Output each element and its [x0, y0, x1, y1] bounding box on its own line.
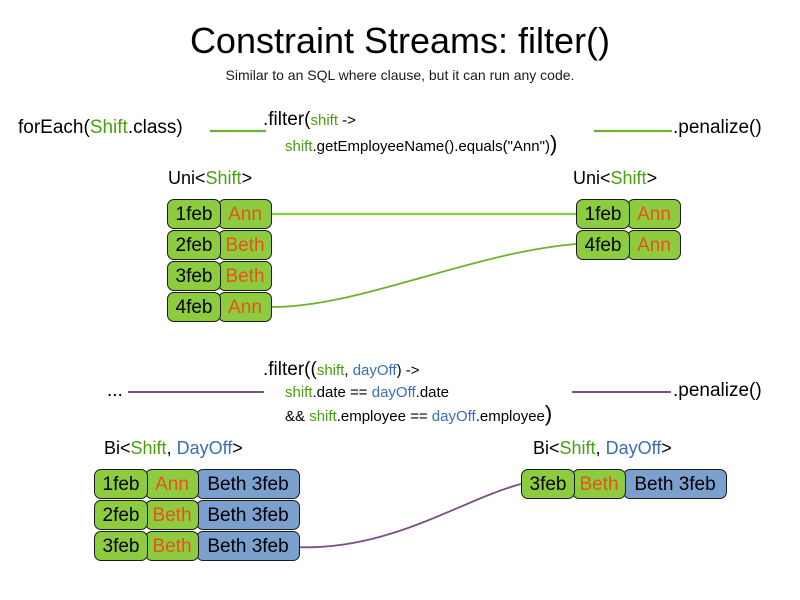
tuple-cell-date: 3feb: [167, 261, 221, 291]
tuple-row[interactable]: 3feb Beth Beth 3feb: [94, 531, 300, 561]
page-subtitle: Similar to an SQL where clause, but it c…: [225, 67, 575, 83]
tuple-cell-date: 4feb: [576, 230, 630, 260]
uni-output-type-prefix: Uni<: [573, 168, 611, 188]
uni-input-type-arg: Shift: [205, 168, 242, 188]
tuple-cell-date: 1feb: [94, 469, 148, 499]
uni-filter-line1: .filter(shift ->: [263, 108, 356, 133]
tuple-cell-name: Ann: [627, 230, 681, 260]
bi-input-type-arg1: Shift: [130, 438, 167, 458]
foreach-expression: forEach(Shift.class): [18, 116, 183, 140]
bi-filter-param2: dayOff: [352, 362, 397, 379]
bi-filter-l3-mid: .employee ==: [336, 408, 432, 425]
tuple-row[interactable]: 1feb Ann: [576, 199, 681, 229]
tuple-cell-date: 3feb: [521, 469, 575, 499]
tuple-row[interactable]: 1feb Ann: [167, 199, 272, 229]
tuple-row[interactable]: 2feb Beth Beth 3feb: [94, 500, 300, 530]
bi-output-type-arg2: DayOff: [605, 438, 662, 458]
bi-filter-line1: .filter((shift, dayOff) ->: [263, 358, 420, 383]
bi-input-type-label: Bi<Shift, DayOff>: [104, 437, 243, 459]
uni-filter-body-var: shift: [285, 138, 313, 155]
bi-filter-l2-var2: dayOff: [371, 384, 416, 401]
wire-uni-4feb: [271, 243, 577, 308]
uni-filter-arrow: ->: [338, 112, 356, 129]
tuple-row[interactable]: 4feb Ann: [167, 292, 272, 322]
bi-filter-param1: shift: [316, 362, 345, 379]
tuple-cell-date: 3feb: [94, 531, 148, 561]
uni-filter-call: .filter(: [263, 109, 311, 130]
tuple-row[interactable]: 3feb Beth: [167, 261, 272, 291]
foreach-type: Shift: [89, 117, 128, 138]
tuple-cell-dayoff: Beth 3feb: [196, 500, 300, 530]
tuple-cell-date: 2feb: [167, 230, 221, 260]
bi-filter-param-comma: ,: [344, 362, 353, 379]
uni-filter-line2: shift.getEmployeeName().equals("Ann")): [285, 131, 558, 157]
bi-output-type-suffix: >: [661, 438, 672, 458]
uni-input-type-prefix: Uni<: [168, 168, 206, 188]
tuple-cell-name: Beth: [572, 469, 626, 499]
tuple-cell-name: Beth: [218, 230, 272, 260]
uni-output-type-label: Uni<Shift>: [573, 167, 657, 189]
tuple-cell-name: Ann: [218, 292, 272, 322]
bi-filter-call: .filter((: [263, 359, 317, 380]
bi-input-tuple-list: 1feb Ann Beth 3feb 2feb Beth Beth 3feb 3…: [94, 469, 300, 562]
bi-penalize-expression: .penalize(): [673, 380, 762, 401]
bi-output-type-comma: ,: [595, 438, 606, 458]
uni-output-type-suffix: >: [646, 168, 658, 188]
bi-output-tuple-list: 3feb Beth Beth 3feb: [521, 469, 727, 500]
bi-filter-l2-end: .date: [415, 384, 450, 401]
uni-input-tuple-list: 1feb Ann 2feb Beth 3feb Beth 4feb Ann: [167, 199, 272, 323]
uni-filter-body-rest: .getEmployeeName().equals("Ann"): [312, 138, 550, 155]
bi-filter-arrow: ) ->: [396, 362, 420, 379]
tuple-row[interactable]: 3feb Beth Beth 3feb: [521, 469, 727, 499]
bi-input-type-arg2: DayOff: [176, 438, 233, 458]
uni-input-type-suffix: >: [241, 168, 253, 188]
uni-penalize-expression: .penalize(): [673, 117, 762, 138]
tuple-cell-name: Beth: [145, 531, 199, 561]
tuple-cell-date: 4feb: [167, 292, 221, 322]
tuple-cell-date: 1feb: [167, 199, 221, 229]
tuple-cell-name: Beth: [145, 500, 199, 530]
tuple-cell-date: 2feb: [94, 500, 148, 530]
wire-bi-3feb: [291, 483, 522, 549]
uni-filter-param: shift: [310, 112, 339, 129]
tuple-row[interactable]: 2feb Beth: [167, 230, 272, 260]
tuple-cell-dayoff: Beth 3feb: [623, 469, 727, 499]
bi-filter-close-paren: ): [544, 401, 553, 426]
bi-output-type-label: Bi<Shift, DayOff>: [533, 437, 672, 459]
bi-filter-l3-var2: dayOff: [431, 408, 476, 425]
foreach-suffix: .class): [127, 117, 183, 138]
tuple-cell-dayoff: Beth 3feb: [196, 531, 300, 561]
uni-output-type-arg: Shift: [610, 168, 647, 188]
bi-input-type-suffix: >: [232, 438, 243, 458]
bi-filter-line3: && shift.employee == dayOff.employee): [285, 401, 553, 427]
bi-filter-l3-and: &&: [285, 408, 310, 425]
bi-source-ellipsis: ...: [107, 380, 123, 401]
foreach-prefix: forEach(: [18, 117, 90, 138]
bi-filter-l2-var1: shift: [285, 384, 313, 401]
bi-filter-l3-end: .employee: [475, 408, 545, 425]
bi-filter-l2-mid: .date ==: [312, 384, 372, 401]
tuple-cell-name: Beth: [218, 261, 272, 291]
tuple-cell-name: Ann: [627, 199, 681, 229]
bi-filter-line2: shift.date == dayOff.date: [285, 383, 449, 403]
page-title: Constraint Streams: filter(): [189, 20, 611, 61]
bi-filter-l3-var1: shift: [309, 408, 337, 425]
uni-filter-close-paren: ): [549, 131, 558, 156]
bi-output-type-arg1: Shift: [559, 438, 596, 458]
bi-input-type-prefix: Bi<: [104, 438, 131, 458]
uni-input-type-label: Uni<Shift>: [168, 167, 252, 189]
tuple-cell-dayoff: Beth 3feb: [196, 469, 300, 499]
tuple-cell-date: 1feb: [576, 199, 630, 229]
bi-output-type-prefix: Bi<: [533, 438, 560, 458]
tuple-row[interactable]: 4feb Ann: [576, 230, 681, 260]
tuple-row[interactable]: 1feb Ann Beth 3feb: [94, 469, 300, 499]
uni-output-tuple-list: 1feb Ann 4feb Ann: [576, 199, 681, 261]
bi-input-type-comma: ,: [166, 438, 177, 458]
tuple-cell-name: Ann: [218, 199, 272, 229]
tuple-cell-name: Ann: [145, 469, 199, 499]
